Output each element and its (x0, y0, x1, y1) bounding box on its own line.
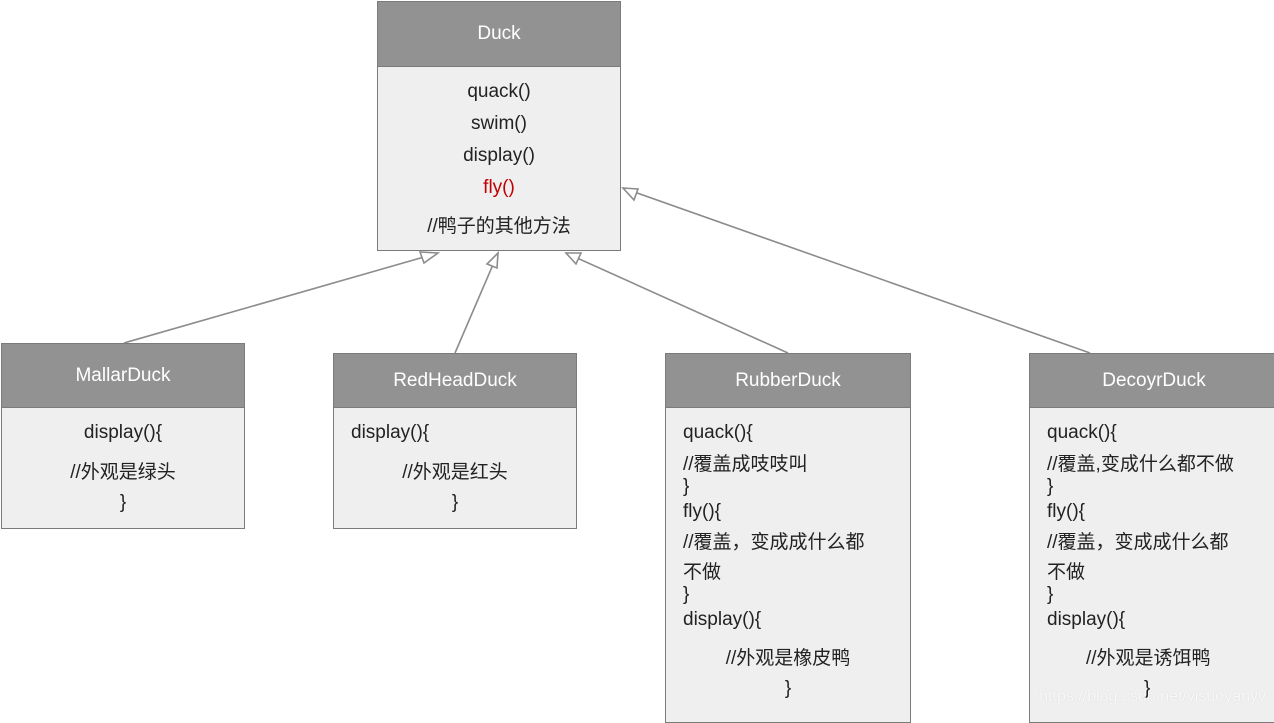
rubber-line-6: 不做 (683, 562, 722, 583)
rubber-line-2: //覆盖成吱吱叫 (683, 454, 808, 475)
rubber-line-9: //外观是橡皮鸭 (725, 648, 851, 669)
decoy-line-1: quack(){ (1047, 422, 1117, 443)
mallard-duck-class: MallarDuck display(){ //外观是绿头 } (1, 343, 245, 529)
arrowhead-mallard (418, 251, 441, 265)
arrow-mallard-to-duck (123, 252, 439, 344)
rubber-line-8: display(){ (683, 609, 762, 630)
decoy-line-4: fly(){ (1047, 501, 1085, 522)
redhead-line-1: display(){ (351, 422, 430, 443)
arrowhead-decoy (621, 187, 640, 202)
decoy-line-9: //外观是诱饵鸭 (1086, 648, 1211, 669)
decoy-duck-body: quack(){ //覆盖,变成什么都不做 } fly(){ //覆盖，变成成什… (1030, 408, 1274, 718)
mallard-line-3: } (119, 492, 127, 513)
watermark: https://blog.csdn.net/yisuoyanyv (1039, 688, 1266, 705)
decoy-line-8: display(){ (1047, 609, 1126, 630)
decoy-duck-title: DecoyrDuck (1030, 354, 1274, 408)
duck-method-quack: quack() (467, 81, 531, 102)
arrowhead-rubber (564, 252, 583, 266)
decoy-line-3: } (1047, 476, 1054, 497)
decoy-line-5: //覆盖，变成成什么都 (1047, 532, 1229, 553)
rubber-line-1: quack(){ (683, 422, 753, 443)
mallard-duck-body: display(){ //外观是绿头 } (2, 408, 244, 528)
rubber-line-5: //覆盖，变成成什么都 (683, 532, 865, 553)
mallard-line-1: display(){ (83, 422, 163, 443)
redhead-duck-class: RedHeadDuck display(){ //外观是红头 } (333, 353, 577, 529)
arrow-redhead-to-duck (454, 252, 499, 354)
redhead-line-3: } (451, 492, 459, 513)
redhead-duck-body: display(){ //外观是红头 } (334, 408, 576, 528)
duck-class-methods: quack() swim() display() fly() //鸭子的其他方法 (378, 67, 620, 250)
mallard-line-2: //外观是绿头 (70, 462, 176, 483)
mallard-duck-title: MallarDuck (2, 344, 244, 408)
duck-class-title: Duck (378, 2, 620, 67)
decoy-duck-class: DecoyrDuck quack(){ //覆盖,变成什么都不做 } fly()… (1029, 353, 1274, 723)
rubber-line-4: fly(){ (683, 501, 721, 522)
arrowhead-redhead (485, 250, 499, 270)
duck-method-fly: fly() (483, 177, 515, 198)
rubber-duck-body: quack(){ //覆盖成吱吱叫 } fly(){ //覆盖，变成成什么都 不… (666, 408, 910, 718)
duck-method-swim: swim() (471, 113, 527, 134)
decoy-line-10: } (1144, 678, 1151, 699)
decoy-line-6: 不做 (1047, 562, 1086, 583)
decoy-line-7: } (1047, 584, 1054, 605)
duck-class: Duck quack() swim() display() fly() //鸭子… (377, 1, 621, 251)
rubber-duck-class: RubberDuck quack(){ //覆盖成吱吱叫 } fly(){ //… (665, 353, 911, 723)
rubber-line-7: } (683, 584, 690, 605)
arrow-decoy-to-duck (622, 187, 1091, 354)
rubber-line-3: } (683, 476, 690, 497)
duck-method-other: //鸭子的其他方法 (427, 216, 571, 237)
arrow-rubber-to-duck (565, 252, 789, 354)
redhead-duck-title: RedHeadDuck (334, 354, 576, 408)
rubber-duck-title: RubberDuck (666, 354, 910, 408)
duck-method-display: display() (463, 145, 535, 166)
rubber-line-10: } (784, 678, 792, 699)
decoy-line-2: //覆盖,变成什么都不做 (1047, 454, 1234, 475)
redhead-line-2: //外观是红头 (402, 462, 508, 483)
